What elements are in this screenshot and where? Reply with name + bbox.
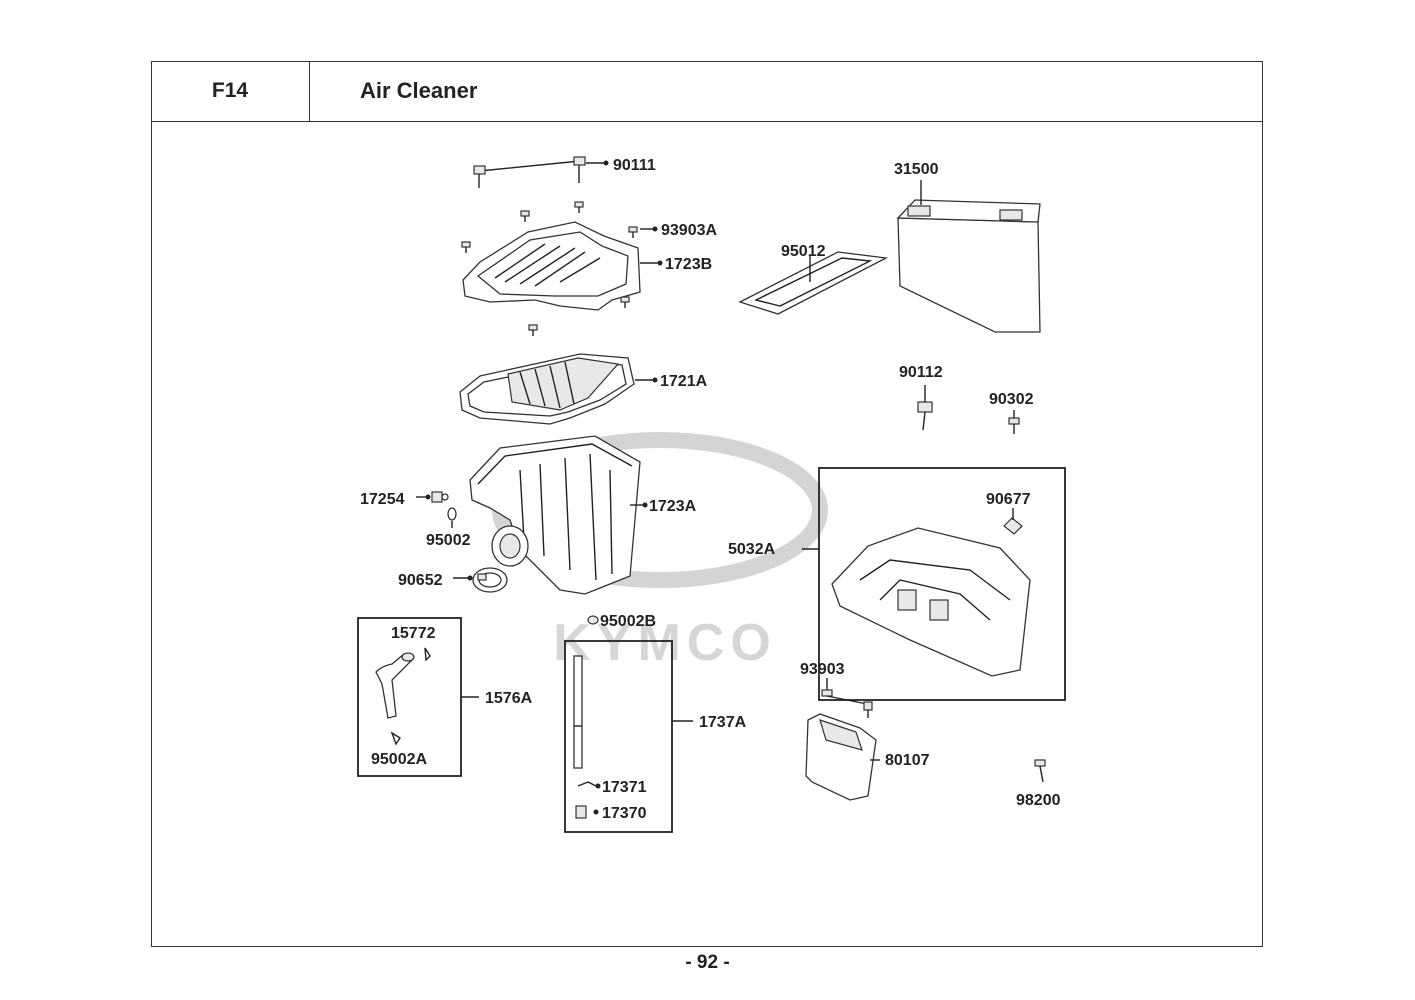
part-90112-bolt <box>917 385 933 431</box>
part-1723A-case <box>469 435 648 595</box>
part-95012-battery-pad <box>738 251 889 315</box>
kymco-watermark: KYMCO <box>492 432 828 672</box>
part-17254-drain-plug <box>416 491 449 503</box>
callout-98200: 98200 <box>1016 792 1061 809</box>
watermark-text: KYMCO <box>553 614 777 672</box>
callout-1723A: 1723A <box>649 498 697 515</box>
callout-1721A: 1721A <box>660 373 708 390</box>
callout-15772: 15772 <box>391 625 436 642</box>
part-31500-battery <box>896 180 1041 333</box>
header-divider <box>310 121 1263 122</box>
part-98200-pin <box>1034 759 1046 783</box>
page-number: - 92 - <box>685 952 730 973</box>
part-90111-bolts <box>473 156 609 188</box>
part-90302-screw <box>1008 410 1020 434</box>
callout-80107: 80107 <box>885 752 930 769</box>
part-1576A-hose-assembly <box>357 617 479 777</box>
callout-90677: 90677 <box>986 491 1031 508</box>
part-5032A-battery-box-assembly <box>802 467 1066 701</box>
part-93903-screw <box>821 678 873 718</box>
section-code: F14 <box>151 61 310 122</box>
part-1723B-cover <box>462 221 663 311</box>
diagram-frame <box>151 61 1263 947</box>
callout-31500: 31500 <box>894 161 939 178</box>
callout-1737A: 1737A <box>699 714 747 731</box>
part-1721A-filter-element <box>459 353 658 425</box>
callout-95002B: 95002B <box>600 613 656 630</box>
callout-93903A: 93903A <box>661 222 717 239</box>
callout-17371: 17371 <box>602 779 647 796</box>
callout-90302: 90302 <box>989 391 1034 408</box>
callout-17370: 17370 <box>602 805 647 822</box>
callout-93903: 93903 <box>800 661 845 678</box>
callout-95012: 95012 <box>781 243 826 260</box>
callout-90111: 90111 <box>613 157 656 174</box>
callout-95002: 95002 <box>426 532 471 549</box>
callout-1576A: 1576A <box>485 690 533 707</box>
part-80107-cover <box>805 713 880 801</box>
part-1737A-drain-tube-assembly <box>564 640 693 833</box>
part-90652-hose-clamp <box>453 567 508 593</box>
callout-5032A: 5032A <box>728 541 776 558</box>
callout-95002A: 95002A <box>371 751 427 768</box>
part-95002B-clip <box>587 615 599 625</box>
part-95002-clip <box>447 507 457 528</box>
callout-90652: 90652 <box>398 572 443 589</box>
callout-17254: 17254 <box>360 491 405 508</box>
page-title: Air Cleaner <box>360 78 478 103</box>
callout-90112: 90112 <box>899 364 943 381</box>
part-cover-screws <box>461 201 658 336</box>
callout-1723B: 1723B <box>665 256 712 273</box>
